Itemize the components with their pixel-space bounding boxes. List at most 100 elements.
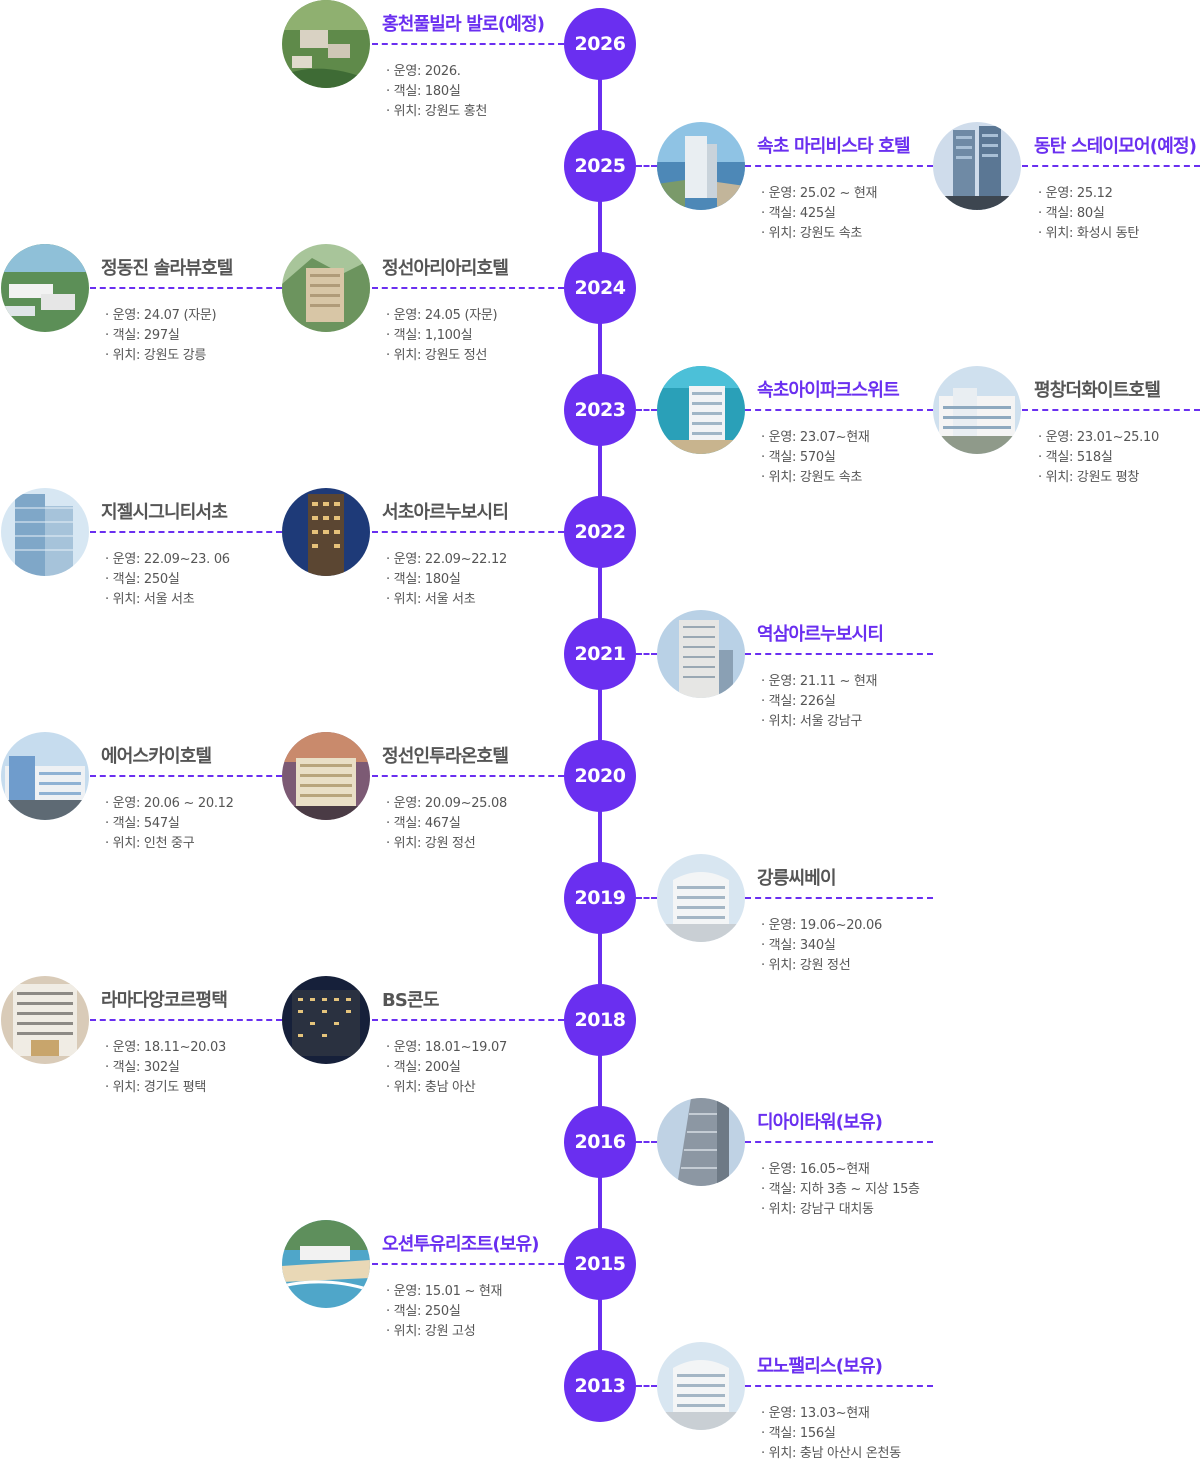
property-details: 운영: 18.01~19.07객실: 200실위치: 충남 아산 [386, 1038, 508, 1098]
timeline-connector [636, 653, 657, 655]
timeline-connector [636, 897, 657, 899]
property-details: 운영: 22.09~22.12객실: 180실위치: 서울 서초 [386, 550, 508, 610]
detail-line: 위치: 강남구 대치동 [761, 1200, 920, 1220]
timeline-connector [745, 165, 933, 167]
timeline-connector [745, 897, 933, 899]
property-details: 운영: 16.05~현재객실: 지하 3층 ~ 지상 15층위치: 강남구 대치… [761, 1160, 920, 1220]
year-badge: 2023 [564, 374, 636, 446]
ocean-suite-icon [657, 366, 745, 454]
detail-line: 운영: 16.05~현재 [761, 1160, 920, 1180]
curved-hotel-icon [657, 854, 745, 942]
property-name: 역삼아르누보시티 [757, 624, 884, 645]
detail-line: 객실: 180실 [386, 82, 487, 102]
property-details: 운영: 20.09~25.08객실: 467실위치: 강원 정선 [386, 794, 508, 854]
detail-line: 객실: 297실 [105, 326, 216, 346]
timeline-connector [636, 409, 657, 411]
detail-line: 운영: 15.01 ~ 현재 [386, 1282, 503, 1302]
property-details: 운영: 20.06 ~ 20.12객실: 547실위치: 인천 중구 [105, 794, 234, 854]
detail-line: 운영: 22.09~23. 06 [105, 550, 230, 570]
detail-line: 위치: 강원 고성 [386, 1322, 502, 1342]
dark-condo-icon [282, 976, 370, 1064]
detail-line: 위치: 강원도 강릉 [105, 346, 216, 366]
detail-line: 객실: 467실 [386, 814, 507, 834]
property-details: 운영: 22.09~23. 06객실: 250실위치: 서울 서초 [105, 550, 230, 610]
property-photo [282, 488, 370, 576]
property-name: 지젤시그니티서초 [101, 502, 228, 523]
property-details: 운영: 13.03~현재객실: 156실위치: 충남 아산시 온천동 [761, 1404, 901, 1464]
detail-line: 위치: 강원도 평창 [1038, 468, 1159, 488]
timeline-connector [636, 1385, 657, 1387]
timeline-connector [1022, 409, 1200, 411]
beach-resort-icon [282, 1220, 370, 1308]
detail-line: 운영: 18.01~19.07 [386, 1038, 508, 1058]
timeline-connector [372, 287, 564, 289]
property-details: 운영: 18.11~20.03객실: 302실위치: 경기도 평택 [105, 1038, 227, 1098]
detail-line: 위치: 화성시 동탄 [1038, 224, 1140, 244]
detail-line: 객실: 200실 [386, 1058, 507, 1078]
year-badge: 2025 [564, 130, 636, 202]
property-photo [933, 122, 1021, 210]
property-name: 오션투유리조트(보유) [382, 1234, 540, 1255]
detail-line: 운영: 20.06 ~ 20.12 [105, 794, 234, 814]
detail-line: 위치: 강원도 홍천 [386, 102, 488, 122]
property-name: 서초아르누보시티 [382, 502, 509, 523]
property-name: 모노팰리스(보유) [757, 1356, 883, 1377]
timeline-connector [745, 409, 933, 411]
detail-line: 객실: 425실 [761, 204, 877, 224]
property-photo [1, 976, 89, 1064]
property-name: BS콘도 [382, 990, 439, 1011]
detail-line: 객실: 180실 [386, 570, 507, 590]
property-details: 운영: 23.01~25.10객실: 518실위치: 강원도 평창 [1038, 428, 1160, 488]
property-photo [657, 854, 745, 942]
property-name: 홍천풀빌라 발로(예정) [382, 14, 545, 35]
year-badge: 2015 [564, 1228, 636, 1300]
property-photo [1, 732, 89, 820]
year-badge: 2019 [564, 862, 636, 934]
property-photo [282, 244, 370, 332]
property-photo [282, 976, 370, 1064]
detail-line: 객실: 518실 [1038, 448, 1159, 468]
detail-line: 위치: 강원도 정선 [386, 346, 497, 366]
year-badge: 2018 [564, 984, 636, 1056]
property-name: 디아이타워(보유) [757, 1112, 883, 1133]
detail-line: 운영: 23.01~25.10 [1038, 428, 1160, 448]
property-details: 운영: 25.02 ~ 현재객실: 425실위치: 강원도 속초 [761, 184, 878, 244]
ramada-building-icon [1, 976, 89, 1064]
property-photo [1, 488, 89, 576]
detail-line: 운영: 13.03~현재 [761, 1404, 901, 1424]
timeline-connector [372, 531, 564, 533]
detail-line: 객실: 1,100실 [386, 326, 497, 346]
property-name: 동탄 스테이모어(예정) [1034, 136, 1197, 157]
detail-line: 객실: 570실 [761, 448, 870, 468]
detail-line: 객실: 547실 [105, 814, 234, 834]
property-name: 정동진 솔라뷰호텔 [101, 258, 233, 279]
detail-line: 운영: 25.12 [1038, 184, 1139, 204]
timeline-spine [598, 44, 602, 1386]
detail-line: 운영: 2026. [386, 62, 487, 82]
detail-line: 운영: 24.07 (자문) [105, 306, 217, 326]
detail-line: 위치: 인천 중구 [105, 834, 234, 854]
detail-line: 객실: 80실 [1038, 204, 1139, 224]
resort-hillside-icon [282, 0, 370, 88]
property-photo [933, 366, 1021, 454]
detail-line: 객실: 340실 [761, 936, 882, 956]
year-badge: 2022 [564, 496, 636, 568]
property-photo [657, 1342, 745, 1430]
timeline-connector [745, 1385, 933, 1387]
detail-line: 위치: 충남 아산 [386, 1078, 507, 1098]
detail-line: 위치: 서울 서초 [386, 590, 507, 610]
property-name: 속초 마리비스타 호텔 [757, 136, 911, 157]
seaside-resort-icon [1, 244, 89, 332]
timeline-connector [372, 1019, 564, 1021]
detail-line: 위치: 서울 서초 [105, 590, 230, 610]
detail-line: 위치: 강원 정선 [761, 956, 882, 976]
property-details: 운영: 24.07 (자문)객실: 297실위치: 강원도 강릉 [105, 306, 217, 366]
year-badge: 2016 [564, 1106, 636, 1178]
property-name: 평창더화이트호텔 [1034, 380, 1161, 401]
detail-line: 운영: 19.06~20.06 [761, 916, 883, 936]
timeline-connector [90, 775, 282, 777]
year-badge: 2026 [564, 8, 636, 80]
timeline-connector [372, 43, 564, 45]
city-tower-icon [657, 610, 745, 698]
